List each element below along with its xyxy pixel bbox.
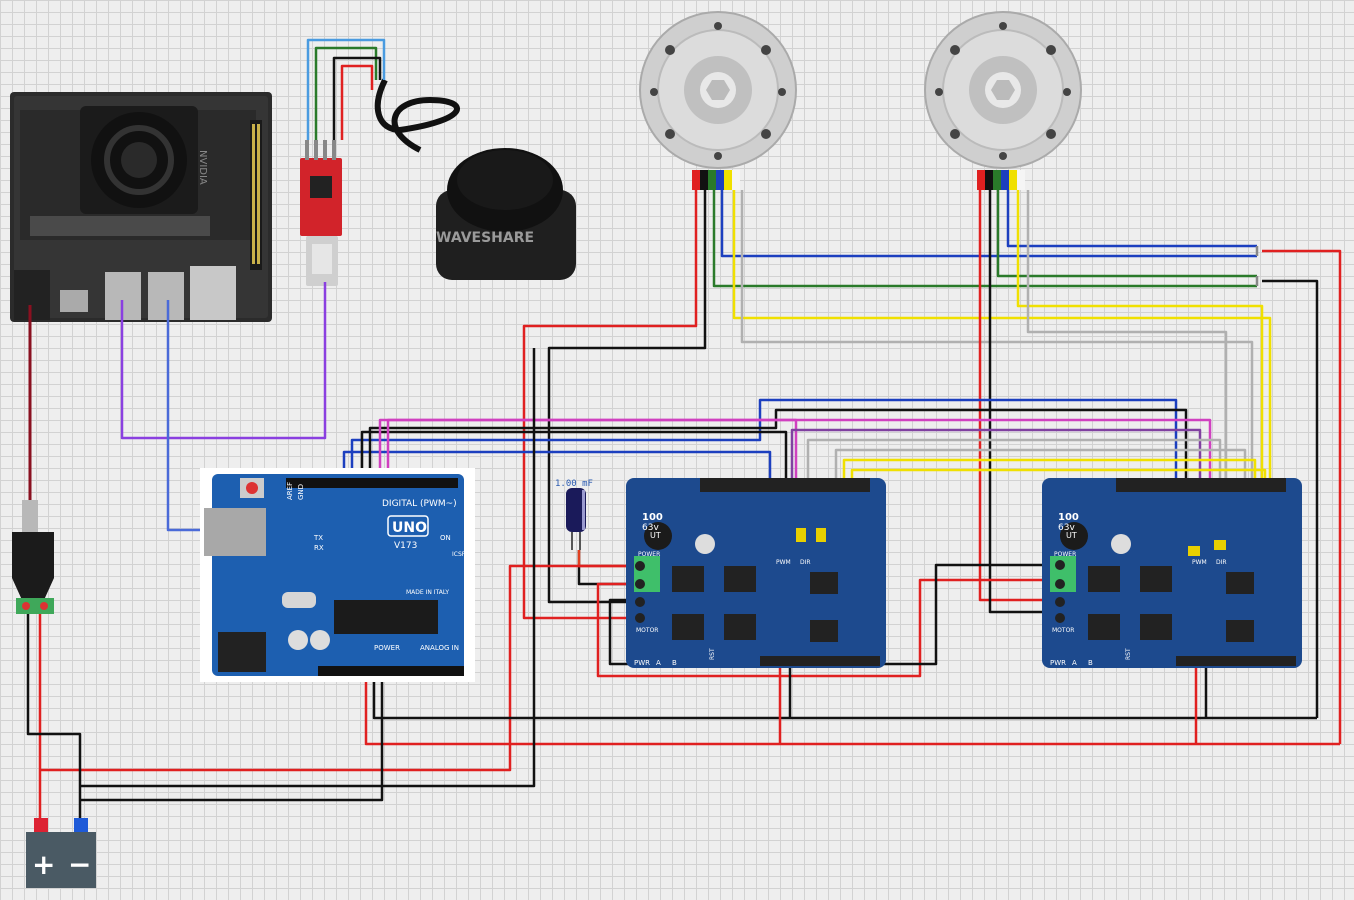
shield2-a: A (1072, 659, 1077, 667)
arduino-tx: TX (313, 534, 323, 542)
shield1-pwm: PWM (776, 559, 791, 566)
arduino-made-in: MADE IN ITALY (406, 589, 449, 596)
shield2-b: B (1088, 659, 1093, 667)
lidar-brand: WAVESHARE (436, 230, 534, 246)
battery-minus: − (68, 848, 91, 881)
shield1-b: B (672, 659, 677, 667)
arduino-uno-board[interactable]: DIGITAL (PWM~) UNO V173 AREF GND TX RX O… (200, 468, 475, 682)
motor-right[interactable] (924, 11, 1082, 169)
jetson-brand: NVIDIA (197, 150, 208, 185)
shield1-dir: DIR (800, 559, 811, 566)
lidar-sensor[interactable]: WAVESHARE (374, 78, 576, 280)
shield1-power: POWER (638, 551, 660, 558)
shield2-cap-top: 100 (1058, 512, 1079, 523)
battery[interactable]: + − (26, 818, 96, 888)
shield2-power: POWER (1054, 551, 1076, 558)
shield2-pwr: PWR (1050, 659, 1066, 667)
motor-right-connector (977, 170, 1025, 190)
arduino-aref: AREF (286, 482, 294, 500)
dc-barrel-jack[interactable] (12, 500, 54, 614)
arduino-rx: RX (314, 544, 324, 552)
shield1-cap-bot: UT (650, 531, 661, 540)
shield1-cap-top: 100 (642, 512, 663, 523)
shield-terminals (635, 560, 1065, 623)
arduino-icsp: ICSP (452, 551, 466, 558)
shield2-cap-mid: 63v (1058, 523, 1075, 533)
shield2-rst: RST (1125, 648, 1132, 660)
shield2-dir: DIR (1216, 559, 1227, 566)
arduino-digital-label: DIGITAL (PWM~) (382, 499, 457, 509)
arduino-power: POWER (374, 644, 400, 652)
usb-ttl-adapter[interactable] (300, 140, 342, 286)
motor-left-connector (692, 170, 740, 190)
arduino-logo: UNO (392, 520, 427, 536)
motor-left[interactable] (639, 11, 797, 169)
shield2-motor: MOTOR (1052, 627, 1074, 634)
shield1-pwr: PWR (634, 659, 650, 667)
arduino-analog: ANALOG IN (420, 644, 459, 652)
arduino-gnd: GND (297, 484, 305, 500)
shield2-cap-bot: UT (1066, 531, 1077, 540)
jetson-nano-board[interactable]: NVIDIA (10, 92, 272, 322)
shield1-motor: MOTOR (636, 627, 658, 634)
shield2-pwm: PWM (1192, 559, 1207, 566)
motor-shield-2[interactable]: 100 63v UT POWER MOTOR PWM DIR RST PWR A… (1042, 478, 1302, 668)
motor-shield-1[interactable]: 100 63v UT POWER MOTOR PWM DIR RST PWR A… (626, 478, 886, 668)
capacitor[interactable]: 1.00 mF (555, 479, 593, 550)
capacitor-value: 1.00 mF (555, 479, 593, 489)
battery-plus: + (32, 848, 55, 881)
shield1-a: A (656, 659, 661, 667)
shield1-rst: RST (709, 648, 716, 660)
shield1-cap-mid: 63v (642, 523, 659, 533)
arduino-model: V173 (394, 541, 417, 551)
arduino-on: ON (440, 534, 451, 542)
fan (80, 106, 198, 214)
